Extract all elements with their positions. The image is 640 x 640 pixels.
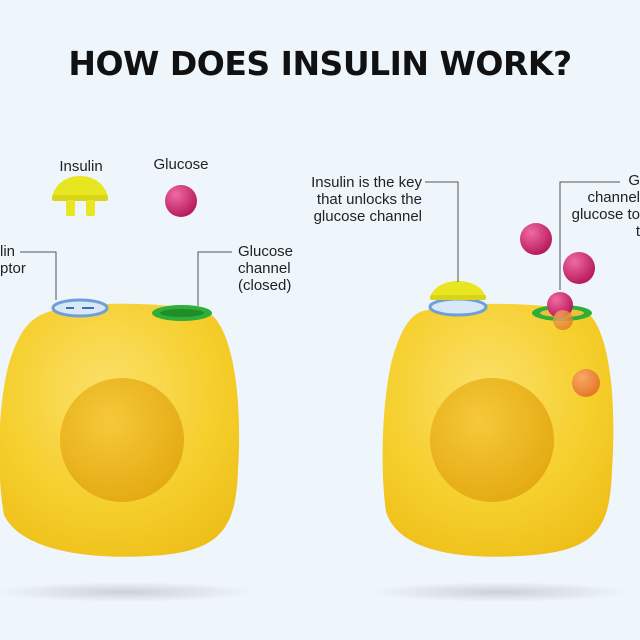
insulin-molecule: [52, 176, 108, 216]
glucose-label: Glucose: [153, 156, 209, 173]
glucose-floating-2: [563, 252, 595, 284]
insulin-key-label: Insulin is the key that unlocks the gluc…: [311, 174, 422, 225]
right-cell-shadow: [370, 582, 630, 602]
insulin-key-leader-line: [425, 181, 459, 282]
glucose-molecule: [165, 185, 197, 217]
left-glucose-channel-closed: [152, 305, 212, 321]
docked-insulin: [430, 281, 486, 300]
channel-closed-leader-line: [197, 251, 232, 306]
right-nucleus: [430, 378, 554, 502]
left-cell-shadow: [0, 582, 255, 602]
glucose-inside-cell: [572, 369, 600, 397]
glucose-channel-closed-label: Glucose channel (closed): [238, 243, 294, 294]
glucose-floating-1: [520, 223, 552, 255]
channel-open-leader-line: [559, 181, 620, 290]
glucose-channel-open-label: G channel glucose to t: [571, 172, 640, 240]
left-nucleus: [60, 378, 184, 502]
glucose-inside-partial: [553, 310, 573, 330]
left-insulin-receptor: [51, 298, 109, 318]
insulin-receptor-label: lin ptor: [0, 243, 26, 277]
receptor-leader-line: [20, 251, 57, 300]
page-title: HOW DOES INSULIN WORK?: [68, 44, 572, 83]
insulin-label: Insulin: [59, 158, 103, 175]
right-insulin-receptor: [428, 297, 488, 317]
